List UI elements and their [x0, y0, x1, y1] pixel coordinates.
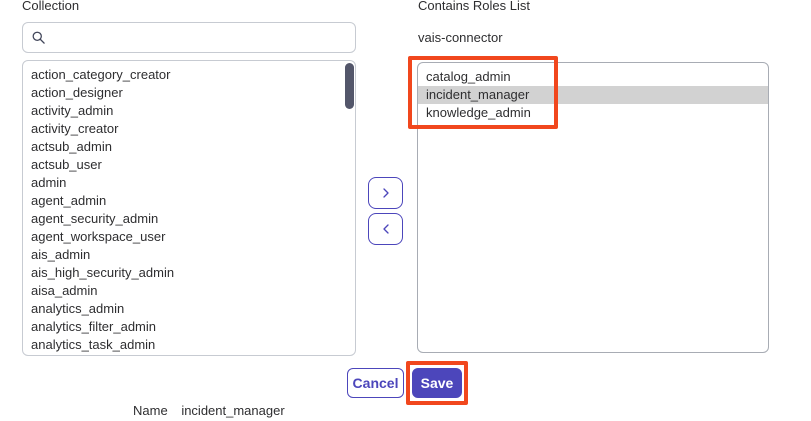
- collection-list-item[interactable]: analytics_admin: [31, 301, 125, 316]
- add-role-button[interactable]: [368, 177, 403, 209]
- collection-list-item[interactable]: admin: [31, 175, 67, 190]
- remove-role-button[interactable]: [368, 213, 403, 245]
- collection-list-item[interactable]: actsub_user: [31, 157, 102, 172]
- chevron-right-icon: [378, 185, 394, 201]
- contains-roles-label: Contains Roles List: [418, 0, 530, 13]
- name-label: Name: [133, 403, 168, 418]
- collection-list-item[interactable]: ais_high_security_admin: [31, 265, 175, 280]
- collection-list-item[interactable]: analytics_filter_admin: [31, 319, 157, 334]
- save-button[interactable]: Save: [412, 368, 462, 398]
- collection-name-text: vais-connector: [418, 30, 503, 45]
- name-row: Name incident_manager: [133, 403, 285, 418]
- collection-list-item[interactable]: action_designer: [31, 85, 123, 100]
- scrollbar-thumb[interactable]: [345, 63, 354, 109]
- name-value: incident_manager: [181, 403, 285, 418]
- chevron-left-icon: [378, 221, 394, 237]
- collection-list[interactable]: action_category_creator action_designer …: [22, 60, 356, 356]
- contains-roles-list-item[interactable]: knowledge_admin: [426, 105, 531, 120]
- collection-label: Collection: [22, 0, 80, 13]
- collection-list-item[interactable]: agent_security_admin: [31, 211, 159, 226]
- collection-list-item[interactable]: ais_admin: [31, 247, 91, 262]
- cancel-button[interactable]: Cancel: [347, 368, 404, 398]
- contains-roles-list-item[interactable]: catalog_admin: [426, 69, 511, 84]
- collection-list-item[interactable]: action_category_creator: [31, 67, 171, 82]
- collection-list-item[interactable]: agent_admin: [31, 193, 107, 208]
- collection-list-item[interactable]: actsub_admin: [31, 139, 112, 154]
- collection-list-item[interactable]: analytics_viewer: [23, 354, 355, 355]
- collection-list-item[interactable]: activity_creator: [31, 121, 119, 136]
- collection-list-item[interactable]: analytics_task_admin: [31, 337, 156, 352]
- contains-roles-list[interactable]: catalog_admin incident_manager knowledge…: [417, 62, 769, 353]
- collection-search[interactable]: [22, 22, 356, 53]
- search-input[interactable]: [52, 29, 347, 46]
- search-icon: [31, 30, 46, 45]
- collection-list-item[interactable]: aisa_admin: [31, 283, 98, 298]
- collection-list-item[interactable]: agent_workspace_user: [31, 229, 166, 244]
- contains-roles-list-item[interactable]: incident_manager: [418, 86, 768, 104]
- collection-list-item[interactable]: activity_admin: [31, 103, 114, 118]
